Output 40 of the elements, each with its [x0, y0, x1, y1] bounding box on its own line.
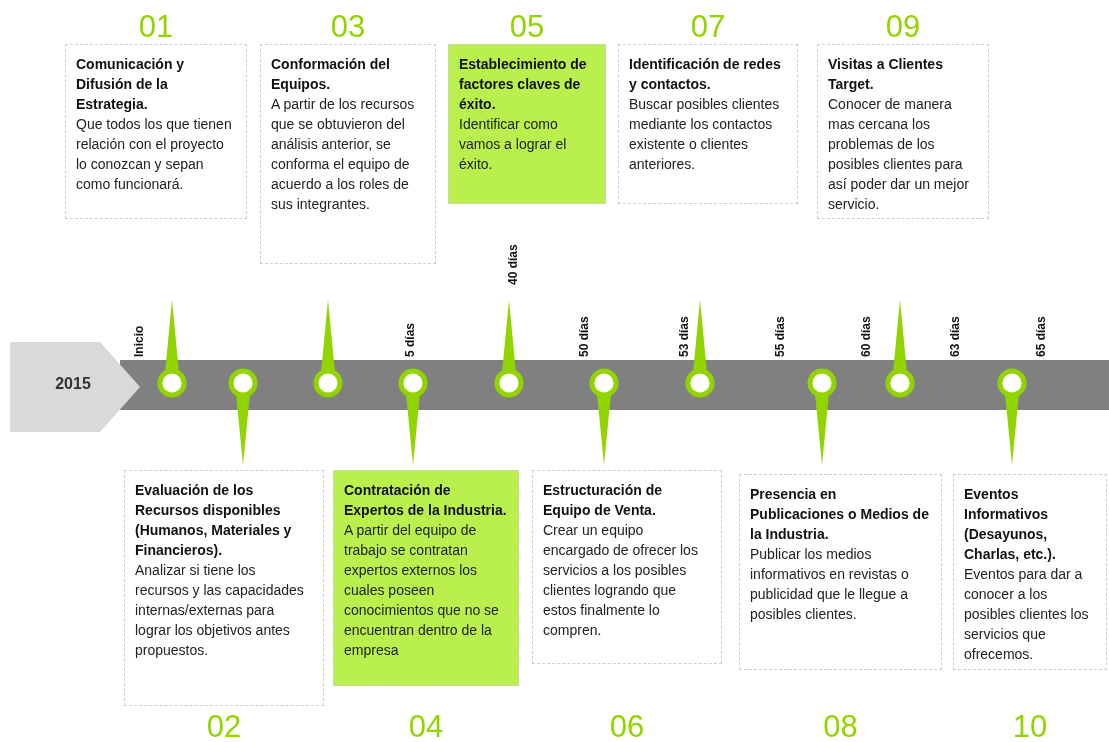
step-title: Identificación de redes y contactos. — [629, 55, 782, 94]
step-number: 09 — [884, 10, 922, 44]
step-number: 03 — [329, 10, 367, 44]
step-description: Identificar como vamos a lograr el éxito. — [459, 115, 568, 174]
step-number: 02 — [205, 710, 243, 742]
day-label: 5 días — [403, 322, 417, 357]
step-title: Contratación de Expertos de la Industria. — [344, 481, 508, 520]
step-title: Comunicación y Difusión de la Estrategia. — [76, 55, 186, 114]
day-label: Inicio — [132, 325, 146, 357]
step-number: 01 — [137, 10, 175, 44]
step-description: Buscar posibles clientes mediante los contactos existente o clientes anteriores. — [629, 95, 781, 174]
day-label: 55 días — [773, 316, 787, 357]
step-title: Eventos Informativos (Desayunos, Charlas, etc.). — [964, 485, 1057, 564]
day-label: 63 días — [948, 316, 962, 357]
step-number: 08 — [822, 710, 859, 742]
step-title: Conformación del Equipos. — [271, 55, 391, 94]
step-number: 04 — [407, 710, 445, 742]
step-description: Conocer de manera mas cercana los problemas de los posibles clientes para así poder dar un mejor servicio. — [828, 95, 970, 214]
step-description: A partir de los recursos que se obtuvieron del análisis anterior, se conforma el equipo de acuerdo a los roles de sus integrantes. — [271, 95, 416, 214]
step-number: 06 — [608, 710, 646, 742]
step-title: Evaluación de los Recursos disponibles (Humanos, Materiales y Financieros). — [135, 481, 293, 560]
day-label: 50 días — [577, 316, 591, 357]
step-title: Visitas a Clientes Target. — [828, 55, 944, 94]
step-description: A partir del equipo de trabajo se contratan expertos externos los cuales poseen conocimientos que no se encuentran dentro de la empresa — [344, 521, 500, 660]
day-label: 40 días — [506, 244, 520, 285]
step-number: 10 — [1011, 710, 1049, 742]
step-number: 07 — [689, 10, 727, 44]
step-title: Estructuración de Equipo de Venta. — [543, 481, 664, 520]
year-label: 2015 — [54, 375, 92, 393]
day-label: 53 días — [677, 316, 691, 357]
step-description: Eventos para dar a conocer a los posibles clientes los servicios que ofrecemos. — [964, 565, 1090, 664]
step-description: Crear un equipo encargado de ofrecer los servicios a los posibles clientes logrando que estos finalmente lo compren. — [543, 521, 699, 640]
day-label: 60 días — [859, 316, 873, 357]
step-description: Que todos los que tienen relación con el proyecto lo conozcan y sepan como funcionará. — [76, 115, 233, 194]
step-description: Analizar si tiene los recursos y las capacidades internas/externas para lograr los objetivos antes propuestos. — [135, 561, 305, 660]
step-title: Presencia en Publicaciones o Medios de la Industria. — [750, 485, 930, 544]
step-number: 05 — [508, 10, 546, 44]
step-description: Publicar los medios informativos en revistas o publicidad que le llegue a posibles clientes. — [750, 545, 910, 624]
day-label: 65 días — [1034, 316, 1048, 357]
step-title: Establecimiento de factores claves de éxito. — [459, 55, 588, 114]
